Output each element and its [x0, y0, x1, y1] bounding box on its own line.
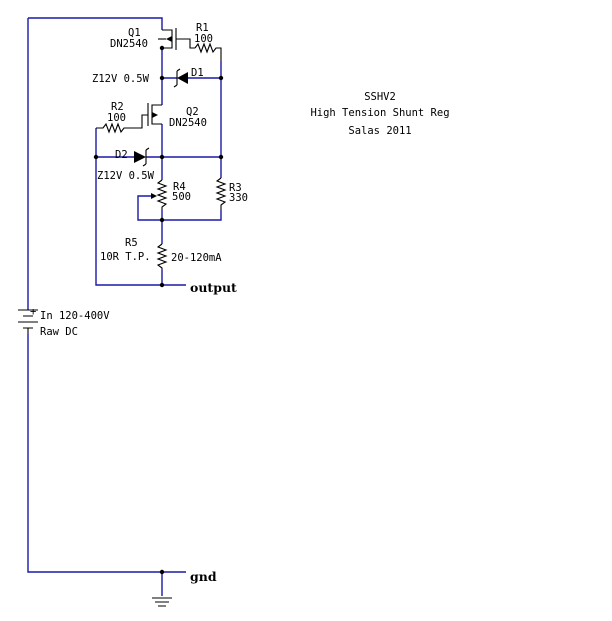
title-line2: High Tension Shunt Reg — [310, 107, 449, 119]
wire-r5-bottom — [161, 270, 186, 286]
gnd-net-label: gnd — [190, 569, 217, 584]
r5-ref-label: R5 — [125, 237, 138, 249]
q2-part-label: DN2540 — [169, 117, 207, 129]
r3-resistor — [215, 177, 227, 210]
q2-ref-label: Q2 — [186, 106, 199, 118]
r3-ref-label: R3 — [229, 182, 242, 194]
wire-r3-bottom — [162, 210, 222, 221]
d1-ref-label: D1 — [191, 67, 204, 79]
d1-zener — [173, 68, 188, 88]
source-type-label: Raw DC — [40, 326, 78, 338]
wires — [27, 17, 222, 596]
q1-mosfet — [158, 28, 195, 50]
wire-r4-wiper — [137, 195, 162, 221]
r5-range-label: 20-120mA — [171, 252, 222, 264]
d1-value-label: Z12V 0.5W — [92, 73, 150, 85]
q1-ref-label: Q1 — [128, 27, 141, 39]
r4-ref-label: R4 — [173, 181, 186, 193]
wire-left-lower — [27, 334, 162, 573]
q2-mosfet — [130, 103, 162, 129]
source-polarity-label: + — [30, 306, 36, 318]
d2-value-label: Z12V 0.5W — [97, 170, 155, 182]
r1-ref-label: R1 — [196, 22, 209, 34]
r1-value-label: 100 — [194, 33, 213, 45]
output-net-label: output — [190, 280, 237, 295]
junction-dots — [93, 45, 224, 575]
ground-symbol — [152, 597, 172, 607]
wire-left-node — [95, 157, 162, 286]
title-line3: Salas 2011 — [348, 125, 411, 137]
r3-value-label: 330 — [229, 192, 248, 204]
r1-resistor — [194, 42, 222, 61]
r4-value-label: 500 — [172, 191, 191, 203]
d2-zener — [134, 147, 150, 167]
r2-ref-label: R2 — [111, 101, 124, 113]
r2-resistor — [96, 122, 130, 134]
r5-value-label: 10R T.P. — [100, 251, 151, 263]
r4-potentiometer — [151, 179, 168, 210]
title-line1: SSHV2 — [364, 91, 396, 103]
d2-ref-label: D2 — [115, 149, 128, 161]
wire-top-rail — [28, 17, 163, 30]
source-voltage-label: In 120-400V — [40, 310, 110, 322]
wire-gnd-stub — [161, 571, 186, 596]
battery-source — [18, 309, 38, 334]
r2-value-label: 100 — [107, 112, 126, 124]
r5-resistor — [156, 243, 168, 270]
q1-part-label: DN2540 — [110, 38, 148, 50]
